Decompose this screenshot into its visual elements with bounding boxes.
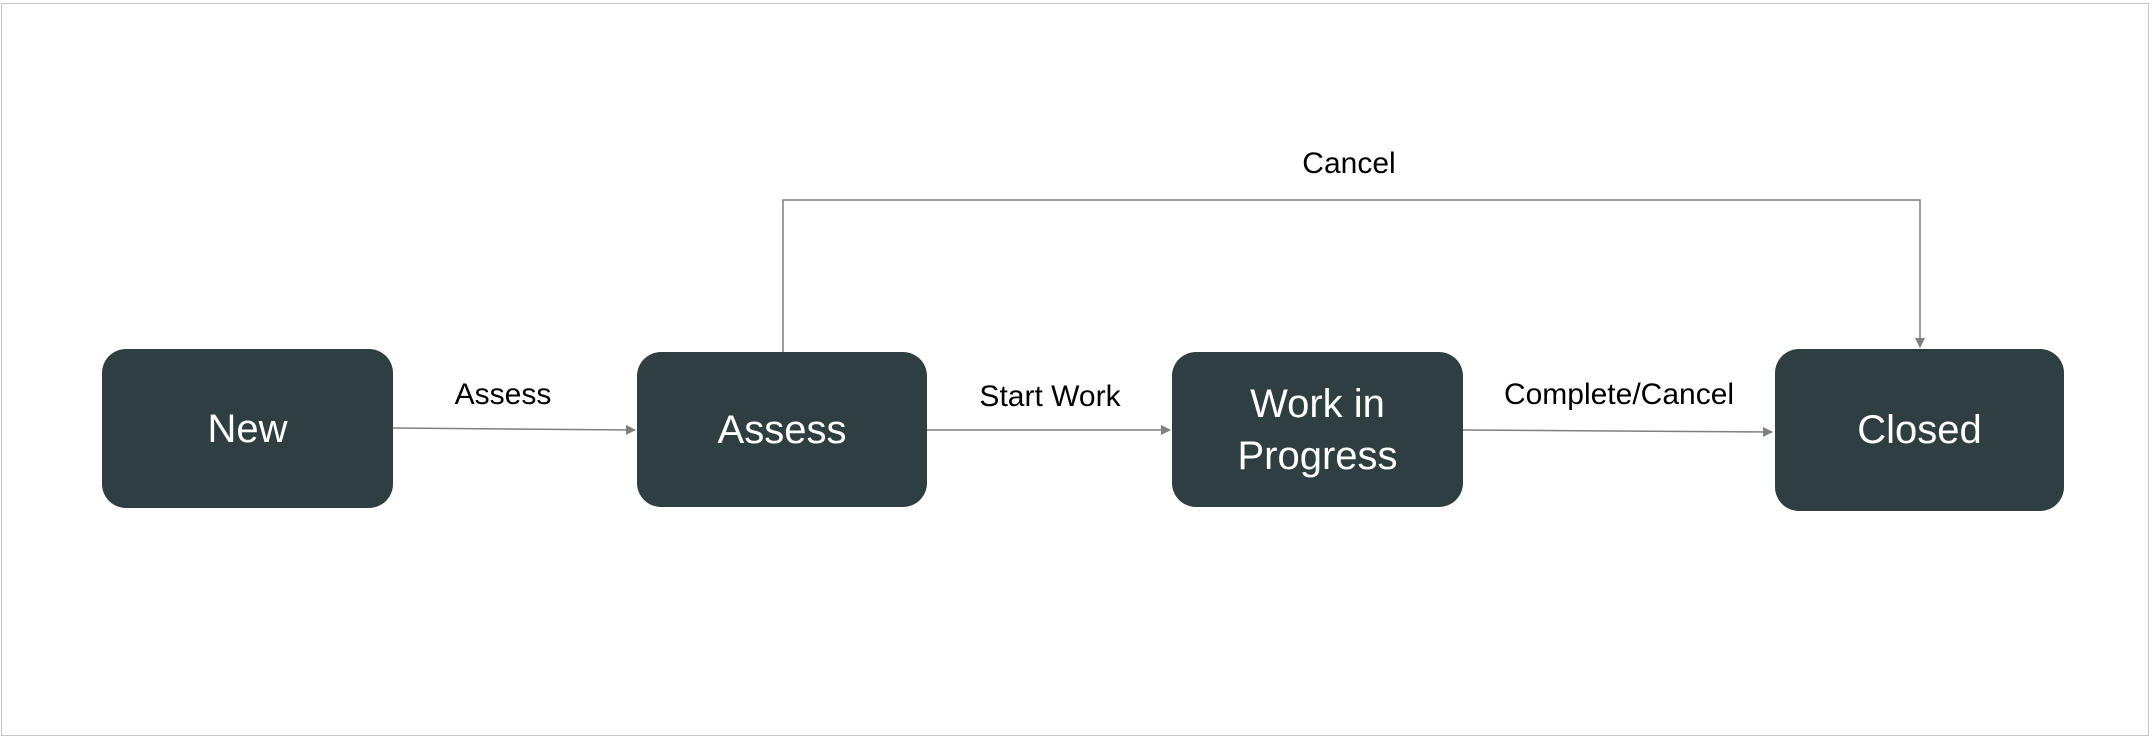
node-assess: Assess	[637, 352, 927, 507]
node-closed: Closed	[1775, 349, 2064, 511]
edge-label-start-work: Start Work	[979, 380, 1121, 413]
node-work-in-progress: Work in Progress	[1172, 352, 1463, 507]
diagram-frame	[1, 3, 2149, 736]
edge-label-cancel: Cancel	[1302, 147, 1396, 180]
edge-new-to-assess	[392, 424, 636, 435]
edge-label-complete-cancel: Complete/Cancel	[1503, 378, 1735, 411]
node-new: New	[102, 349, 393, 508]
edge-label-assess: Assess	[454, 378, 552, 411]
edge-wip-to-closed	[1462, 426, 1773, 437]
edge-assess-to-closed	[782, 199, 1925, 352]
